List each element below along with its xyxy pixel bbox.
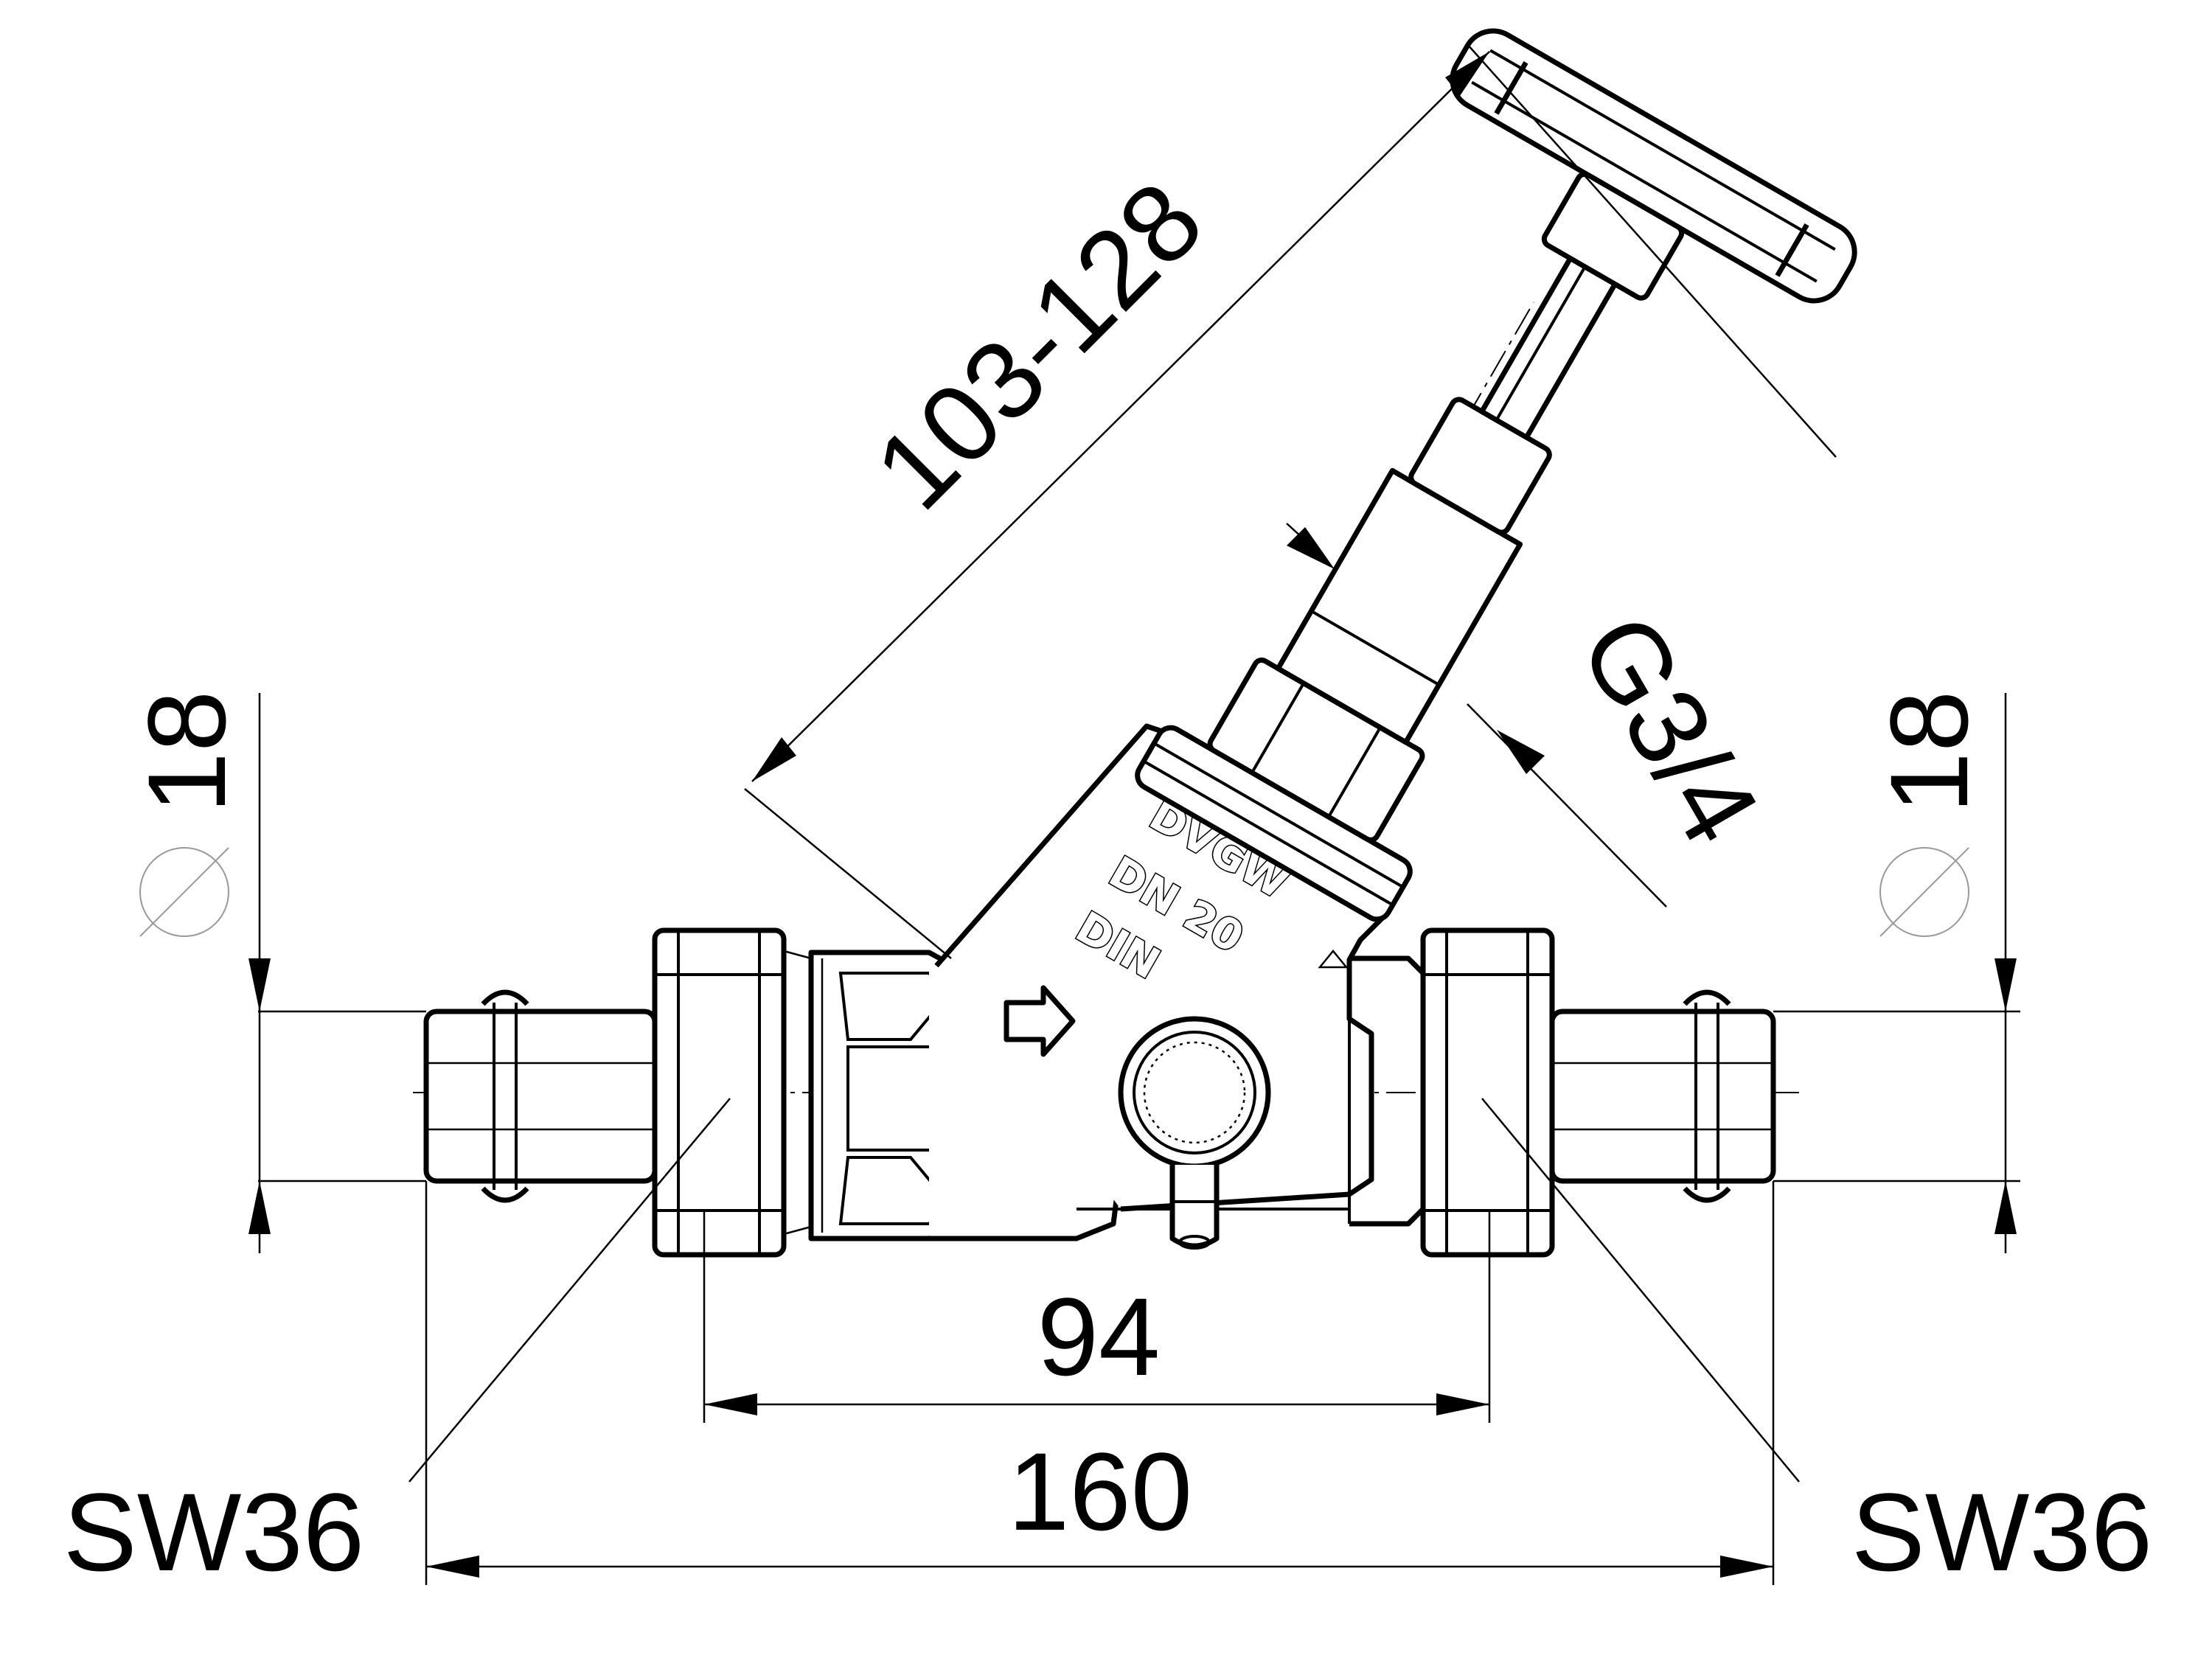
valve-bonnet-assembly [1135, 28, 1857, 922]
stem-thread-label: G3/4 [1557, 594, 1784, 864]
wrench-size-right: SW36 [1481, 1098, 2152, 1594]
stem-height-label: 103-128 [851, 158, 1225, 532]
overall-length-label: 160 [1008, 1429, 1192, 1553]
dimension-pipe-diameter-right: 18 [1773, 691, 2020, 1253]
dimension-pipe-diameter-left: 18 [125, 691, 426, 1253]
left-union-nut [652, 927, 813, 1258]
dimension-overall-length: 160 [425, 1181, 1775, 1585]
nut-spacing-label: 94 [1037, 1275, 1161, 1398]
right-press-fitting [1549, 989, 1776, 1203]
dimension-nut-spacing: 94 [703, 1209, 1491, 1423]
diameter-icon [139, 847, 229, 937]
pipe-diameter-left-label: 18 [125, 691, 248, 814]
wrench-size-right-label: SW36 [1851, 1470, 2152, 1594]
wrench-size-left: SW36 [63, 1098, 731, 1594]
diameter-icon [1879, 847, 1969, 937]
wrench-size-left-label: SW36 [63, 1470, 364, 1594]
flow-arrow-icon [1004, 985, 1076, 1057]
left-press-fitting [423, 989, 658, 1203]
right-union-nut [1420, 927, 1555, 1258]
pipe-diameter-right-label: 18 [1867, 691, 1991, 814]
